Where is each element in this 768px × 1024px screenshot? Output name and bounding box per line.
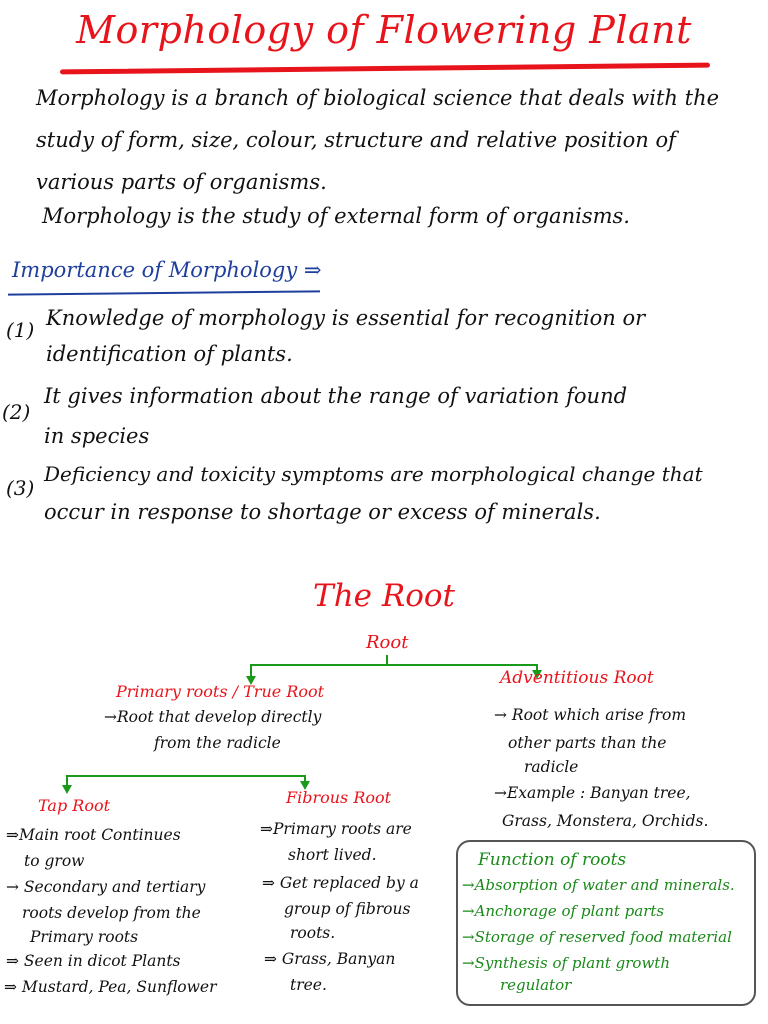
fibrous-branch-line [304, 775, 306, 783]
fibrous-line-1: ⇒Primary roots are [260, 820, 412, 838]
fibrous-line-4: group of fibrous [284, 900, 411, 918]
function-item-5: regulator [500, 976, 572, 994]
tap-line-6: ⇒ Seen in dicot Plants [6, 952, 181, 970]
root-stem-line [386, 655, 388, 665]
intro-line-4: Morphology is the study of external form… [42, 204, 630, 228]
point-1-line-2: identification of plants. [46, 342, 293, 366]
adventitious-line-1: → Root which arise from [494, 706, 687, 724]
point-1-number: (1) [6, 318, 35, 342]
intro-line-3: various parts of organisms. [36, 170, 327, 194]
tap-line-5: Primary roots [30, 928, 139, 946]
fibrous-arrowhead [300, 781, 310, 790]
function-item-1: →Absorption of water and minerals. [462, 876, 735, 894]
primary-split-line [66, 775, 306, 777]
function-item-2: →Anchorage of plant parts [462, 902, 665, 920]
point-2-number: (2) [2, 400, 31, 424]
title-underline [59, 62, 711, 75]
point-3-line-1: Deficiency and toxicity symptoms are mor… [44, 462, 703, 486]
function-of-roots-box [456, 840, 756, 1006]
fibrous-line-3: ⇒ Get replaced by a [262, 874, 419, 892]
adventitious-arrowhead [532, 670, 542, 679]
adventitious-branch-line [536, 664, 538, 672]
fibrous-line-7: tree. [290, 976, 327, 994]
primary-line-2: from the radicle [154, 734, 281, 752]
point-2-line-1: It gives information about the range of … [44, 384, 628, 408]
adventitious-line-4: →Example : Banyan tree, [494, 784, 691, 802]
fibrous-line-6: ⇒ Grass, Banyan [264, 950, 396, 968]
intro-line-1: Morphology is a branch of biological sci… [36, 86, 720, 110]
tap-root-label: Tap Root [38, 796, 111, 815]
function-item-3: →Storage of reserved food material [462, 928, 732, 946]
point-3-number: (3) [6, 476, 35, 500]
function-item-4: →Synthesis of plant growth [462, 954, 670, 972]
adventitious-line-2: other parts than the [508, 734, 667, 752]
root-label: Root [366, 632, 409, 653]
tap-line-1: ⇒Main root Continues [6, 826, 181, 844]
point-2-line-2: in species [44, 424, 150, 448]
intro-line-2: study of form, size, colour, structure a… [36, 128, 676, 152]
primary-arrowhead [246, 676, 256, 685]
primary-line-1: →Root that develop directly [104, 708, 322, 726]
fibrous-root-label: Fibrous Root [286, 788, 392, 807]
primary-branch-line [250, 664, 252, 678]
tap-line-3: → Secondary and tertiary [6, 878, 206, 896]
page-title: Morphology of Flowering Plant [76, 8, 692, 52]
tap-line-4: roots develop from the [22, 904, 201, 922]
tap-line-7: ⇒ Mustard, Pea, Sunflower [4, 978, 217, 996]
point-1-line-1: Knowledge of morphology is essential for… [46, 306, 646, 330]
root-branch-line [250, 664, 538, 666]
adventitious-line-5: Grass, Monstera, Orchids. [502, 812, 709, 830]
importance-underline [7, 290, 321, 296]
fibrous-line-2: short lived. [288, 846, 377, 864]
tap-line-2: to grow [24, 852, 85, 870]
adventitious-root-label: Adventitious Root [500, 668, 654, 688]
tap-arrowhead [62, 785, 72, 794]
primary-root-label: Primary roots / True Root [116, 682, 325, 701]
adventitious-line-3: radicle [524, 758, 579, 776]
tap-branch-line [66, 775, 68, 787]
root-section-title: The Root [313, 578, 455, 614]
fibrous-line-5: roots. [290, 924, 336, 942]
point-3-line-2: occur in response to shortage or excess … [44, 500, 601, 524]
importance-heading: Importance of Morphology ⇒ [12, 258, 322, 282]
functions-heading: Function of roots [478, 850, 627, 870]
